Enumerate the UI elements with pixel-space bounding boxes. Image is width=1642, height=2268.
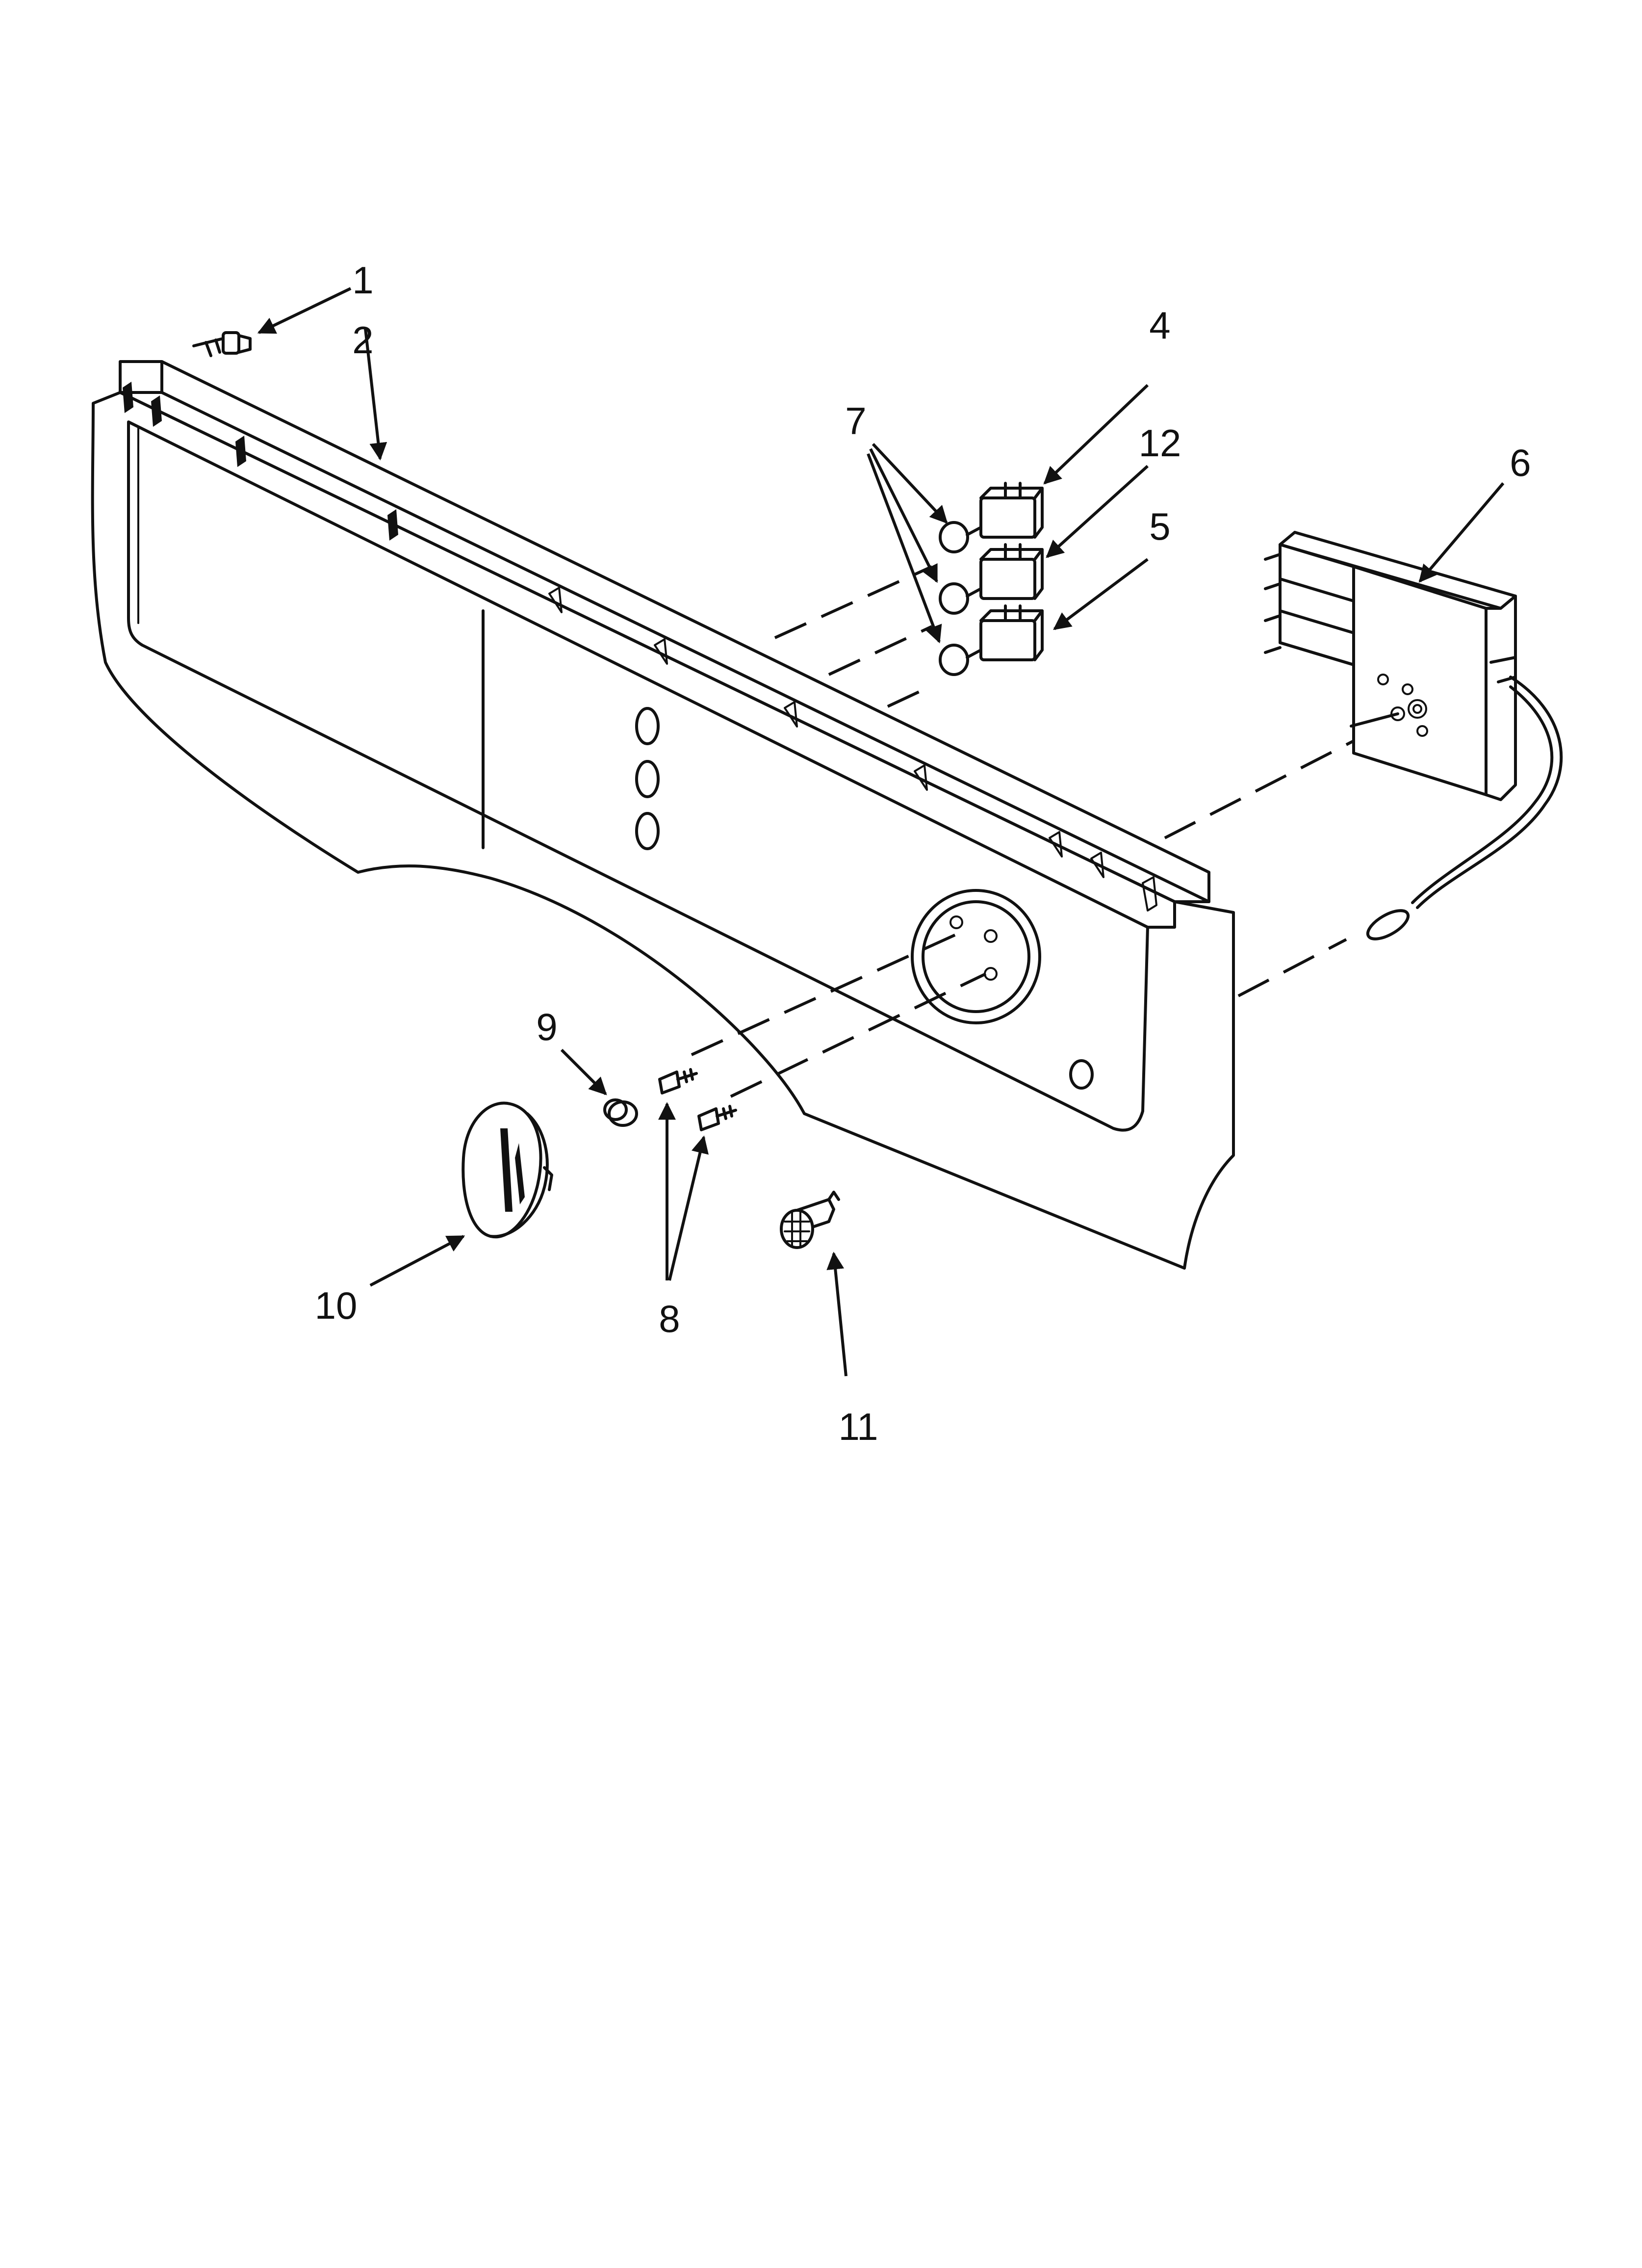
callout-9: 9 <box>536 1005 557 1048</box>
callout-12: 12 <box>1139 421 1181 465</box>
led-holder-part-11 <box>780 1191 840 1249</box>
callout-1: 1 <box>352 259 373 302</box>
callout-5: 5 <box>1149 505 1170 548</box>
strip-tabs <box>123 382 1157 912</box>
console-panel <box>91 360 1235 1270</box>
switch-part-5 <box>939 604 1044 676</box>
clip-part-9 <box>603 1098 638 1127</box>
screws-part-8 <box>658 1068 737 1131</box>
knob-part-10 <box>462 1101 553 1239</box>
assembly-lines <box>691 565 1364 1098</box>
callout-labels: 1 2 4 12 5 7 6 9 8 10 11 <box>315 259 1531 1448</box>
leader-arrows <box>257 287 1505 1377</box>
callout-10: 10 <box>315 1284 358 1327</box>
callout-8: 8 <box>659 1297 680 1340</box>
callout-2: 2 <box>352 318 373 362</box>
callout-7: 7 <box>845 399 866 443</box>
callout-4: 4 <box>1149 304 1170 347</box>
switch-part-12 <box>939 543 1044 615</box>
screw-part-1 <box>192 331 252 357</box>
switch-assemblies <box>939 482 1044 676</box>
electronic-control-part-6 <box>1264 531 1563 940</box>
callout-11: 11 <box>839 1405 878 1448</box>
callout-6: 6 <box>1510 441 1531 484</box>
switch-part-4 <box>939 482 1044 553</box>
